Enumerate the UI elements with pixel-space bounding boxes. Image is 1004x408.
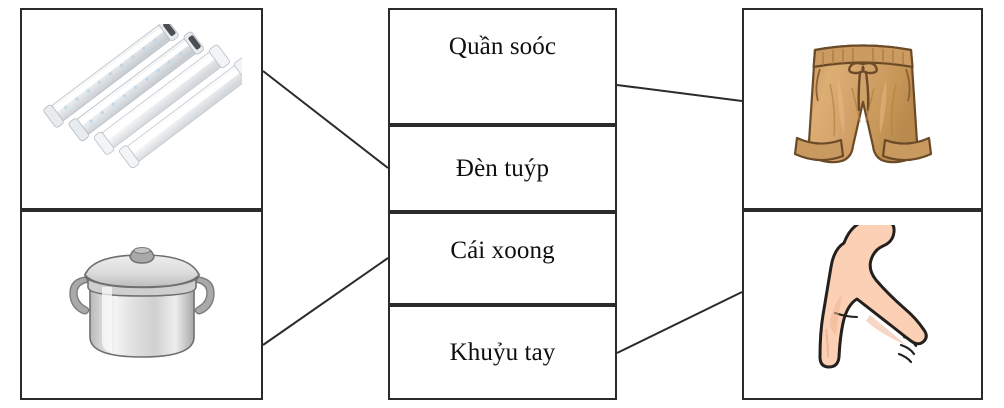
- khaki-shorts-icon: [768, 22, 958, 197]
- bent-arm-elbow-icon: [778, 225, 948, 385]
- left-picture-cell-tube-lights[interactable]: [20, 8, 263, 210]
- word-label-den-tuyp: Đèn tuýp: [455, 155, 550, 182]
- fluorescent-tube-lights-icon: [42, 24, 242, 194]
- word-label-khuyu-tay: Khuỷu tay: [449, 339, 556, 366]
- left-picture-cell-cooking-pot[interactable]: [20, 210, 263, 400]
- word-label-cai-xoong: Cái xoong: [450, 237, 555, 264]
- word-cell-khuyu-tay[interactable]: Khuỷu tay: [388, 305, 617, 400]
- cooking-pot-icon: [42, 225, 242, 385]
- connector-quan-sooc-to-shorts: [616, 84, 743, 102]
- word-label-quan-sooc: Quần soóc: [448, 33, 557, 60]
- connector-cooking-pot-to-cai-xoong: [262, 257, 389, 346]
- right-picture-cell-bent-arm[interactable]: [742, 210, 983, 400]
- word-cell-den-tuyp[interactable]: Đèn tuýp: [388, 125, 617, 212]
- right-picture-cell-shorts[interactable]: [742, 8, 983, 210]
- connector-khuyu-tay-to-bent-arm: [616, 291, 743, 354]
- word-cell-quan-sooc[interactable]: Quần soóc: [388, 8, 617, 125]
- connector-tube-lights-to-den-tuyp: [262, 70, 389, 169]
- word-cell-cai-xoong[interactable]: Cái xoong: [388, 212, 617, 305]
